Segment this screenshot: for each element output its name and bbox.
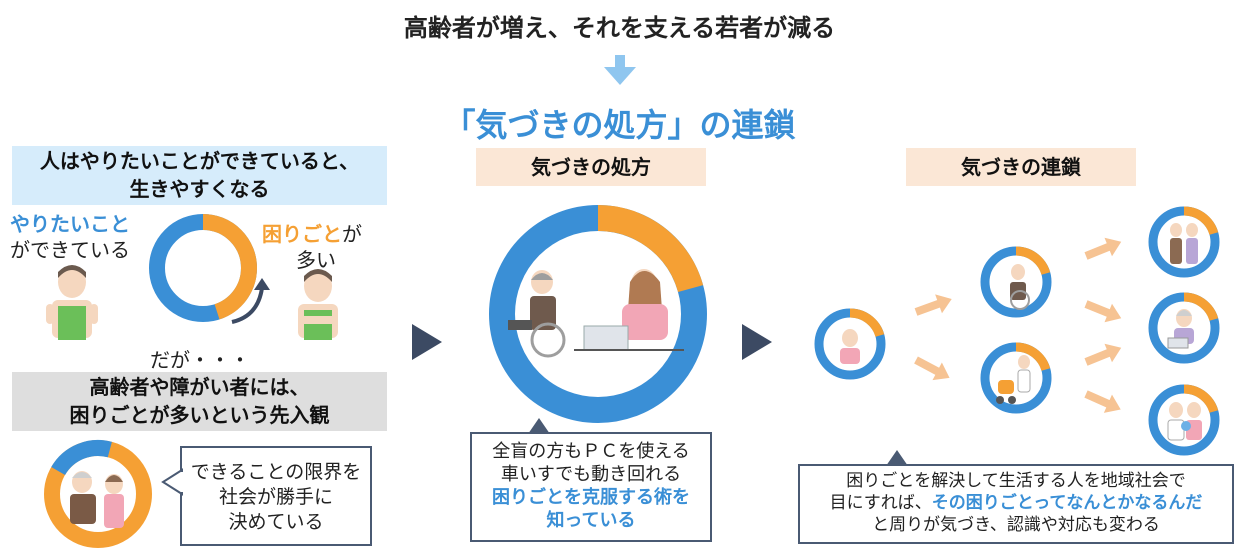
bubble-pointer <box>886 450 908 466</box>
prescription-donut <box>489 205 707 423</box>
left-label-2: ができている <box>10 238 130 262</box>
premise-line-1: 人はやりたいことができていると、 <box>39 149 360 173</box>
prescription-line-2: 車いすでも動き回れる <box>500 464 682 485</box>
bubble-pointer <box>528 418 550 434</box>
chain-line-2b: その困りごとってなんとかなるんだ <box>931 493 1203 513</box>
prejudice-line-1: 高齢者や障がい者には、 <box>89 375 310 399</box>
prescription-banner: 気づきの処方 <box>476 148 706 186</box>
chain-line-1: 困りごとを解決して生活する人を地域社会で <box>846 471 1186 491</box>
chain-line-2: 目にすれば、その困りごとってなんとかなるんだ <box>800 492 1232 514</box>
chain-line-3: と周りが気づき、認識や対応も変わる <box>872 515 1160 535</box>
left-label-1: やりたいこと <box>10 208 130 237</box>
troubled-person-icon <box>298 269 338 340</box>
troubles-suffix: が <box>342 222 362 246</box>
prejudice-banner: 高齢者や障がい者には、 困りごとが多いという先入観 <box>12 372 387 431</box>
happy-person-icon <box>46 265 98 340</box>
premise-line-2: 生きやすくなる <box>129 177 270 201</box>
chain-title: 「気づきの処方」の連鎖 <box>443 106 796 144</box>
prescription-line-1: 全盲の方もＰＣを使える <box>492 441 690 462</box>
chain-line-2a: 目にすれば、 <box>829 493 932 513</box>
wheelchair-donut <box>980 246 1052 318</box>
chain-arrows <box>914 237 1122 413</box>
main-title: 高齢者が増え、それを支える若者が減る <box>403 14 836 42</box>
origin-donut <box>814 308 886 380</box>
prescription-line-4: 知っている <box>546 510 636 531</box>
elderly-couple-donut <box>1148 206 1220 278</box>
balance-donut <box>149 214 257 322</box>
wants-label: やりたいこと <box>10 212 130 236</box>
prejudice-donut <box>44 440 152 548</box>
right-arrow-icon <box>742 324 772 360</box>
prejudice-line-2: 困りごとが多いという先入観 <box>69 403 330 427</box>
troubles-label: 困りごと <box>262 222 342 246</box>
but-text: だが・・・ <box>150 348 250 372</box>
limit-bubble: できることの限界を 社会が勝手に 決めている <box>180 446 372 546</box>
right-arrow-icon <box>412 324 442 360</box>
curved-arrow-icon <box>231 278 270 324</box>
prescription-bubble: 全盲の方もＰＣを使える 車いすでも動き回れる 困りごとを克服する術を 知っている <box>470 432 712 542</box>
family-donut <box>1148 384 1220 456</box>
down-arrow-icon <box>604 55 636 85</box>
chain-banner: 気づきの連鎖 <box>906 148 1136 186</box>
limit-line-3: 決めている <box>228 511 324 533</box>
premise-banner: 人はやりたいことができていると、 生きやすくなる <box>12 146 387 205</box>
bubble-pointer <box>161 468 185 496</box>
right-label-1: 困りごとが <box>262 218 362 247</box>
chain-bubble: 困りごとを解決して生活する人を地域社会で 目にすれば、その困りごとってなんとかな… <box>798 464 1234 544</box>
laptop-user-donut <box>1148 292 1220 364</box>
stroller-donut <box>980 342 1052 414</box>
right-label-2: 多い <box>296 248 336 272</box>
prescription-line-3: 困りごとを克服する術を <box>492 487 690 508</box>
limit-line-1: できることの限界を <box>190 461 362 483</box>
limit-line-2: 社会が勝手に <box>218 486 333 508</box>
